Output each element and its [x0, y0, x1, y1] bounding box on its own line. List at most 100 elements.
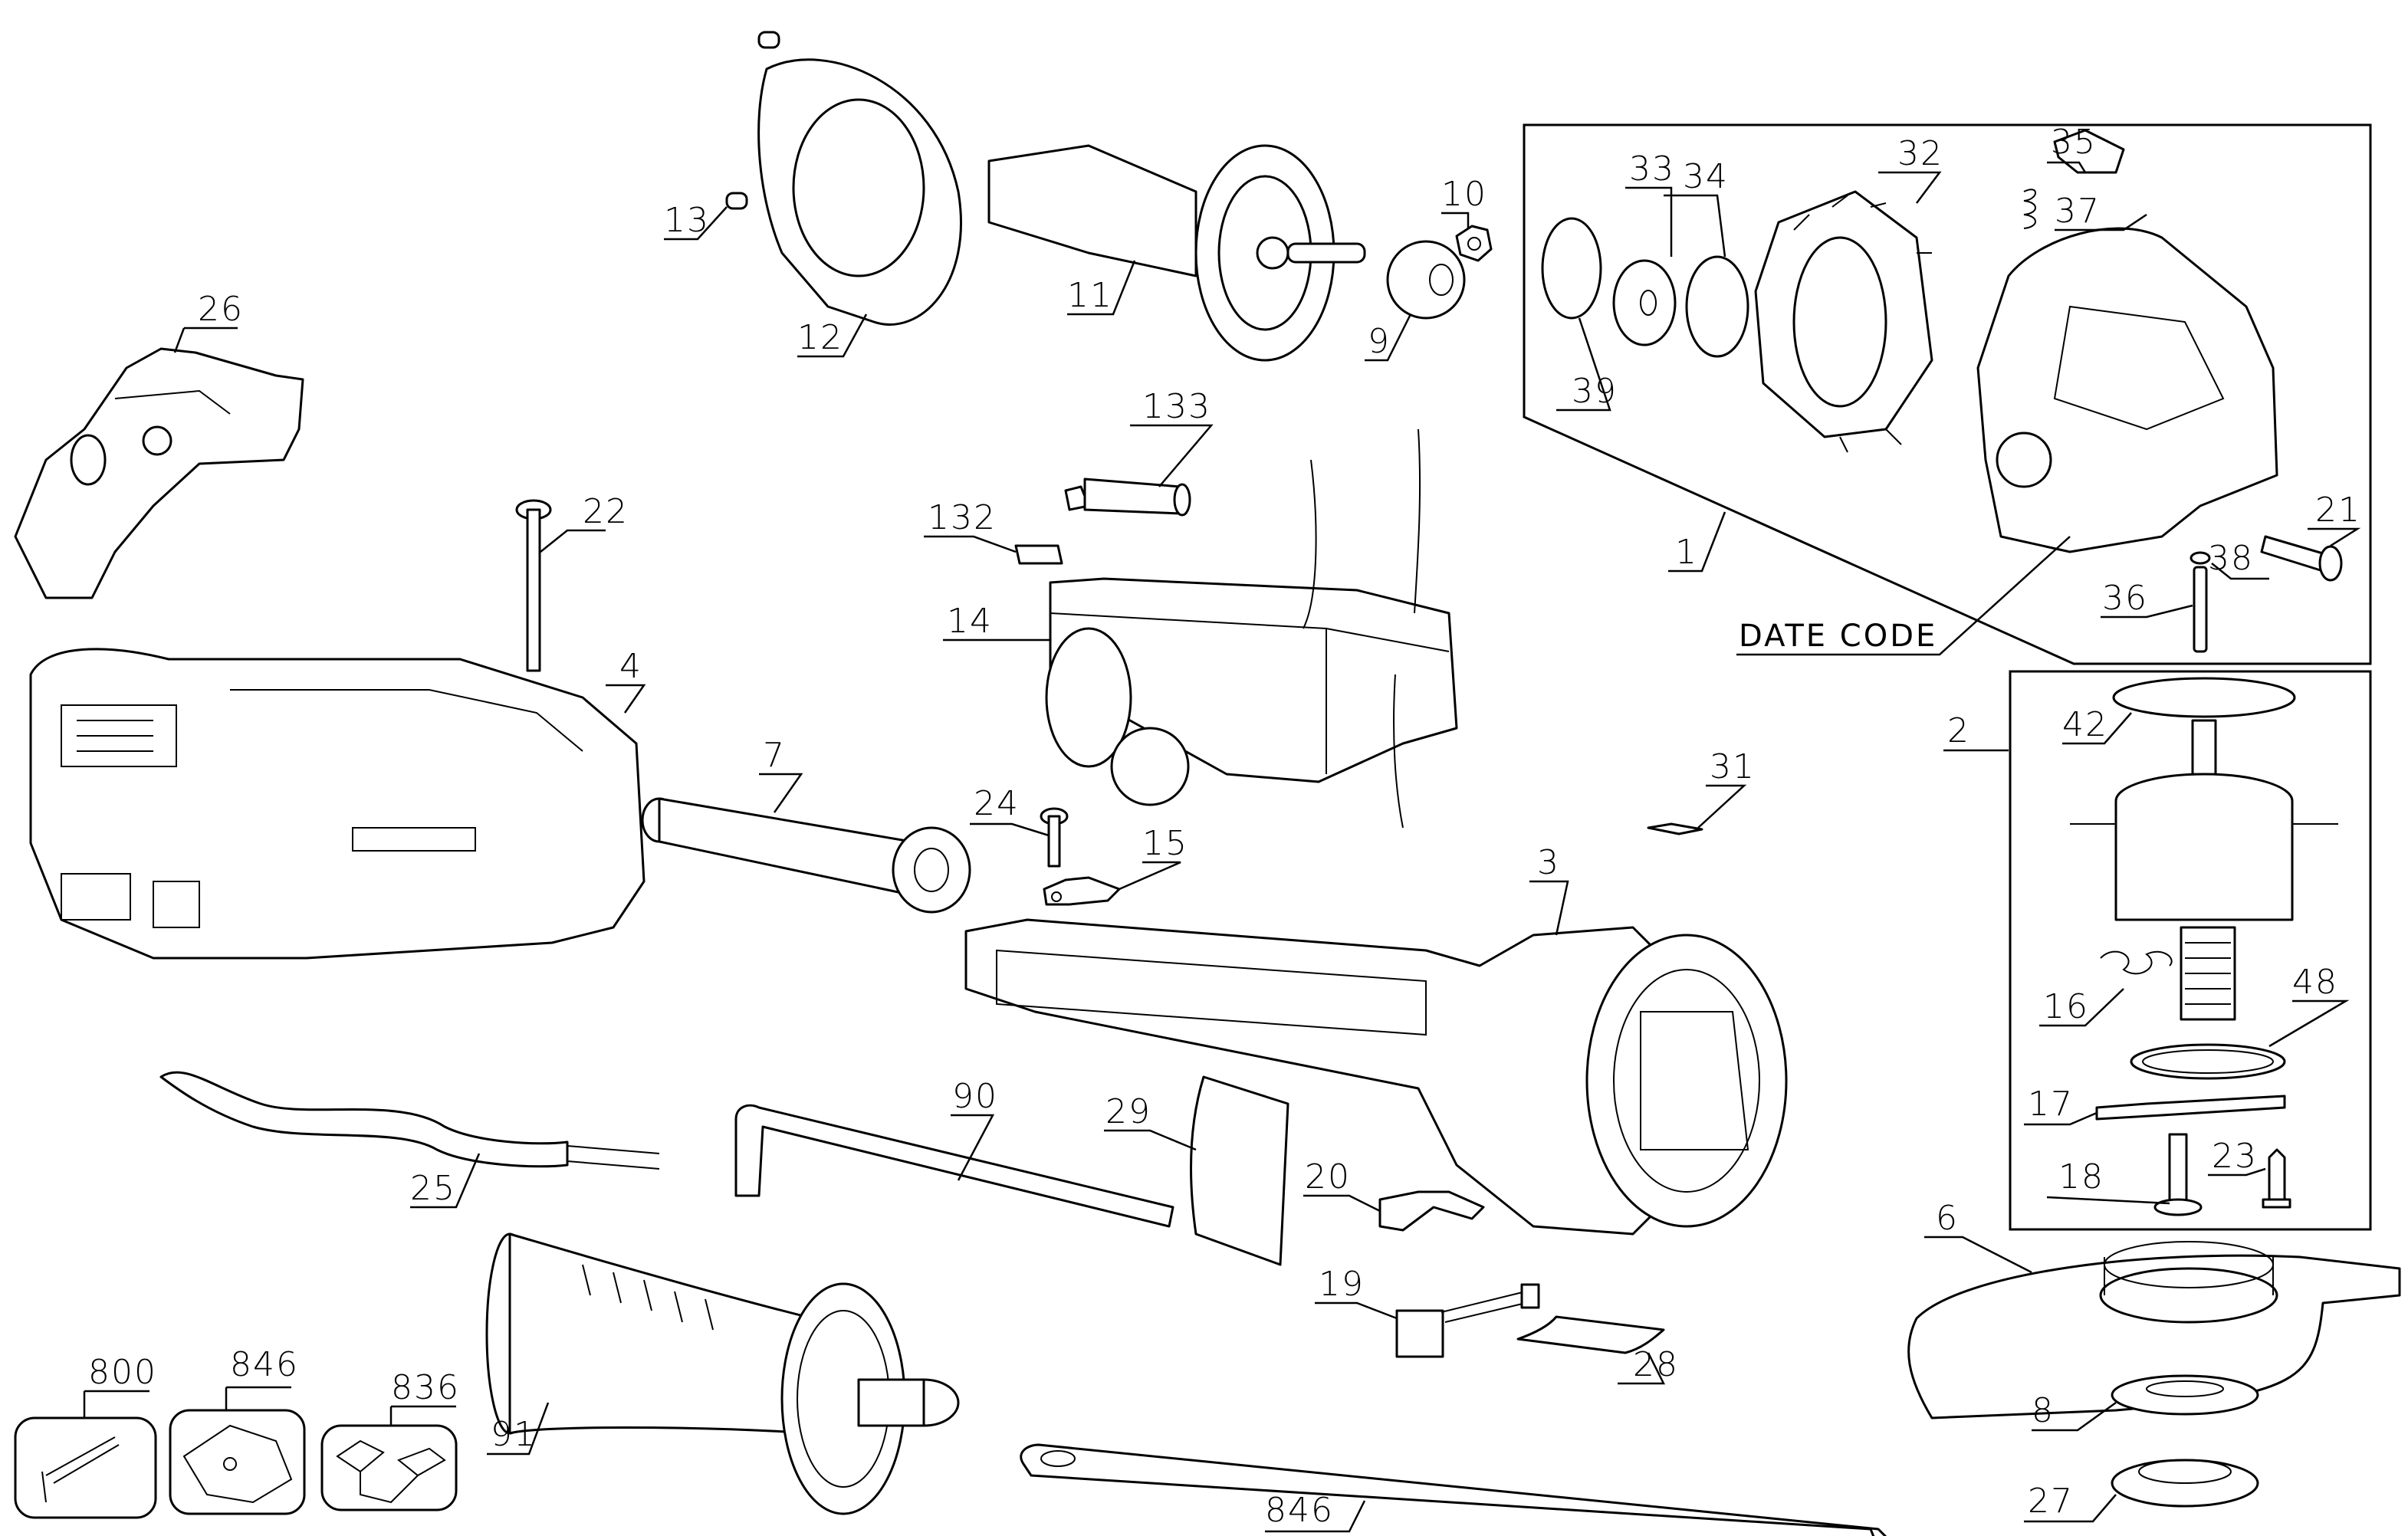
- part-37-spring: [2023, 189, 2036, 229]
- leader-846a: [225, 1386, 291, 1410]
- part-7-tube: [641, 797, 971, 914]
- part-15-cord-clamp: [1043, 876, 1121, 906]
- leader-date-code: [1736, 536, 2071, 656]
- part-42-o-ring: [2112, 677, 2296, 718]
- label-17: 17: [2028, 1085, 2074, 1124]
- leader-37: [2055, 213, 2147, 231]
- leader-29: [1104, 1129, 1197, 1151]
- part-36-pin: [2193, 566, 2208, 653]
- part-133-capacitor: [1064, 478, 1191, 517]
- leader-8: [2032, 1401, 2117, 1432]
- label-21: 21: [2315, 491, 2361, 530]
- label-1: 1: [1675, 533, 1698, 572]
- leader-35: [2047, 161, 2087, 173]
- label-18: 18: [2058, 1157, 2104, 1196]
- part-6-guard: [1907, 1241, 2401, 1419]
- label-7: 7: [763, 736, 786, 775]
- part-spindle-housing: [2070, 719, 2338, 1021]
- label-11: 11: [1067, 276, 1113, 315]
- part-18-screw: [2153, 1133, 2203, 1216]
- label-846-kit: 846: [230, 1345, 299, 1384]
- part-28-label: [1516, 1315, 1665, 1354]
- label-23: 23: [2212, 1137, 2258, 1176]
- label-42: 42: [2062, 705, 2108, 744]
- label-4: 4: [619, 647, 642, 686]
- label-32: 32: [1897, 134, 1943, 173]
- part-38-washer: [2190, 551, 2211, 565]
- leader-20: [1303, 1194, 1381, 1213]
- leader-836: [389, 1405, 456, 1426]
- label-14: 14: [947, 602, 993, 641]
- label-133: 133: [1142, 387, 1211, 426]
- part-23-screw: [2262, 1148, 2291, 1209]
- label-3: 3: [1537, 843, 1560, 882]
- label-33: 33: [1629, 149, 1675, 189]
- part-16-spring: [2100, 950, 2173, 975]
- part-11-armature: [987, 144, 1366, 362]
- part-19-switch: [1395, 1283, 1540, 1358]
- label-91: 91: [491, 1415, 537, 1454]
- spindle-assembly-box: [2009, 670, 2372, 1231]
- label-28: 28: [1633, 1345, 1679, 1384]
- leader-9: [1365, 313, 1412, 362]
- label-836: 836: [391, 1368, 460, 1407]
- gear-case-assembly-box: [1523, 123, 2372, 665]
- leader-800: [83, 1390, 149, 1418]
- part-846-spanner-wrench: [1020, 1443, 1887, 1536]
- part-800-brush-kit-icon: [14, 1416, 157, 1519]
- leader-1: [1668, 511, 1726, 573]
- part-4-motor-housing: [29, 648, 646, 960]
- part-27-clamp-nut: [2111, 1459, 2259, 1508]
- leader-3: [1529, 880, 1569, 936]
- leader-132: [924, 535, 1017, 553]
- leader-11: [1067, 260, 1136, 316]
- leader-32: [1878, 171, 1942, 204]
- leader-38: [2211, 563, 2269, 580]
- leader-846b: [1265, 1500, 1366, 1533]
- part-22-screw: [515, 499, 552, 672]
- leader-24: [970, 822, 1050, 837]
- label-24: 24: [974, 784, 1020, 823]
- part-3-housing: [964, 918, 1788, 1236]
- label-39: 39: [1572, 372, 1618, 411]
- part-846-hardware-kit-icon: [169, 1409, 306, 1515]
- leader-23: [2208, 1167, 2266, 1177]
- label-34: 34: [1683, 157, 1729, 196]
- part-24-screw: [1040, 807, 1069, 868]
- part-91-side-handle: [485, 1232, 960, 1515]
- leader-25: [410, 1153, 481, 1209]
- label-38: 38: [2208, 539, 2254, 578]
- leader-39: [1556, 317, 1611, 412]
- label-2: 2: [1947, 711, 1970, 750]
- label-13: 13: [664, 201, 710, 240]
- part-17-lock-plate: [2095, 1095, 2286, 1121]
- leader-33: [1625, 186, 1673, 257]
- leader-22: [540, 529, 606, 553]
- label-31: 31: [1710, 747, 1756, 786]
- label-37: 37: [2055, 192, 2101, 231]
- leader-17: [2024, 1111, 2098, 1126]
- leader-7: [759, 773, 803, 813]
- leader-13: [664, 206, 728, 241]
- part-32-fan-baffle: [1754, 190, 1933, 453]
- label-25: 25: [410, 1169, 456, 1208]
- part-9-bearing: [1386, 240, 1466, 320]
- leader-28: [1618, 1352, 1666, 1385]
- part-132-connector: [1014, 544, 1063, 565]
- leader-91: [487, 1402, 550, 1456]
- label-846-wrench: 846: [1265, 1491, 1334, 1530]
- leader-21: [2308, 527, 2361, 547]
- label-9: 9: [1368, 322, 1391, 361]
- part-21-screw: [2260, 535, 2343, 582]
- leader-42: [2062, 712, 2132, 745]
- leader-133: [1130, 424, 1214, 487]
- part-90-hex-key: [734, 1104, 1174, 1228]
- part-39-retaining-ring: [1541, 217, 1602, 320]
- part-836-clip-kit-icon: [320, 1424, 458, 1511]
- label-22: 22: [583, 492, 629, 531]
- leader-10: [1441, 212, 1470, 228]
- part-8-flange: [2111, 1374, 2259, 1416]
- part-13-pin: [725, 31, 780, 210]
- part-14-switch-module: [1045, 428, 1458, 829]
